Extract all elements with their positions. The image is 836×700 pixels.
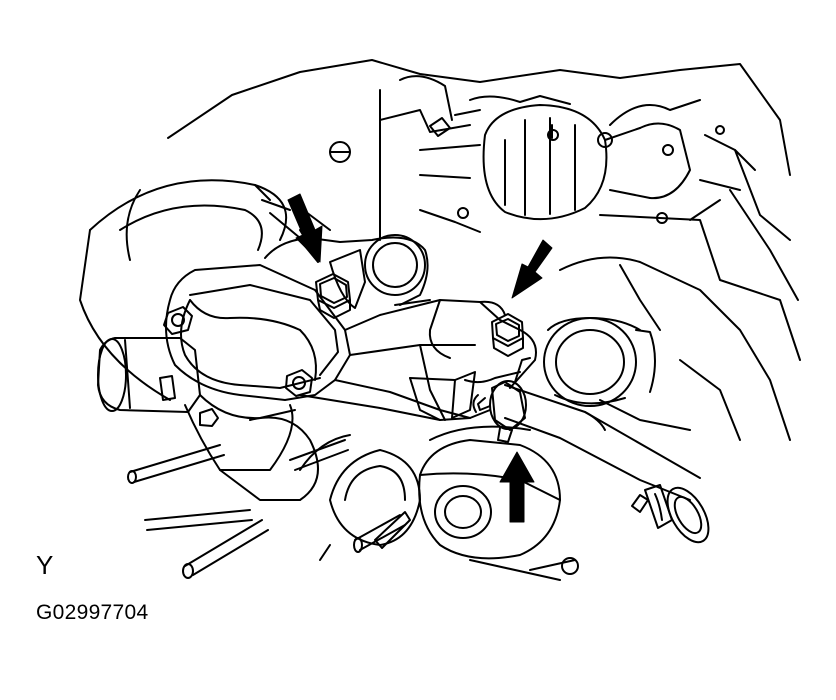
bypass-hose: [464, 371, 710, 544]
engine-block-background: [167, 59, 801, 361]
coolant-port-right: [543, 317, 656, 407]
figure-code: G02997704: [36, 601, 149, 624]
cylinder-head-left: [79, 179, 421, 561]
arrow-bolt-right: [511, 239, 553, 299]
bolt-upper-center: [315, 273, 351, 319]
water-pump-boss: [418, 425, 561, 560]
studs: [127, 439, 579, 581]
bolt-right: [491, 313, 537, 389]
hose-clamp: [472, 357, 531, 443]
thermostat-housing: [97, 264, 351, 427]
view-label: Y: [36, 550, 54, 580]
arrow-hose-clamp: [499, 451, 535, 523]
engine-block-right: [559, 189, 799, 441]
arrow-bolt-left: [287, 193, 323, 263]
